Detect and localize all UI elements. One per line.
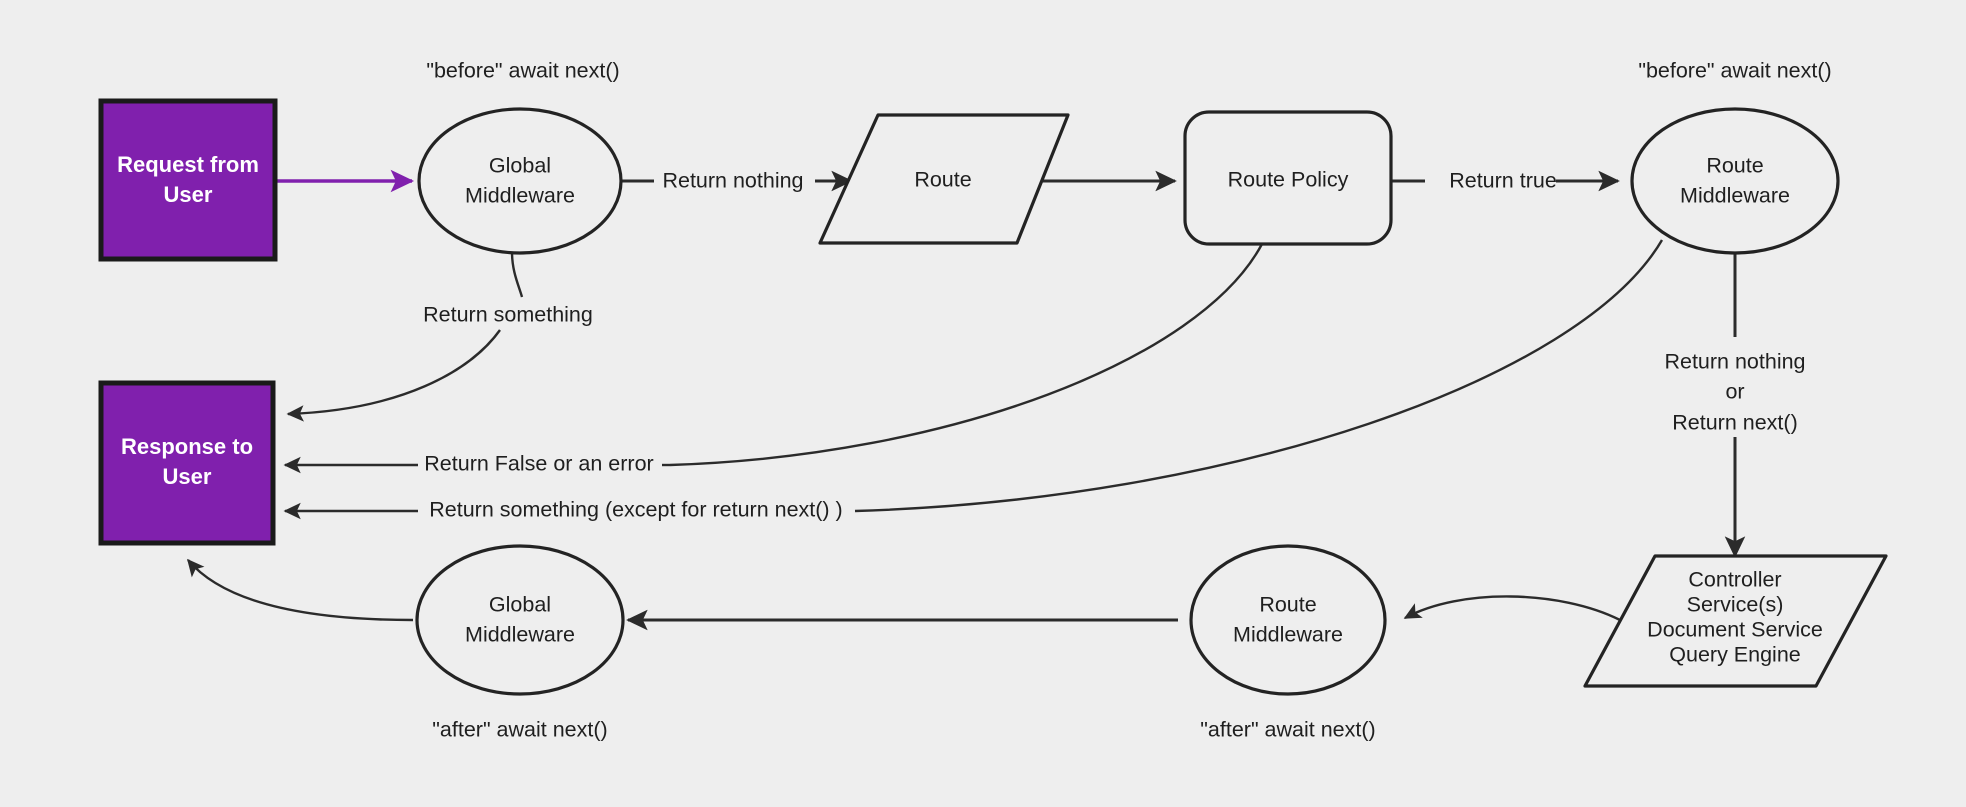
edge-label-return-nothing: Return nothing <box>662 169 803 193</box>
node-controller-stack[interactable]: Controller Service(s) Document Service Q… <box>1583 554 1888 688</box>
global-middleware-top-ellipse[interactable] <box>417 107 623 255</box>
annotation-after-route-middleware: "after" await next() <box>1200 718 1375 742</box>
node-global-middleware-top[interactable]: Global Middleware <box>417 107 623 255</box>
edge-global-bottom-to-response <box>187 558 414 622</box>
edge-global-return-something-upper <box>510 251 524 298</box>
node-route-policy[interactable]: Route Policy <box>1183 110 1393 246</box>
annotation-before-global-middleware: "before" await next() <box>426 59 619 83</box>
edge-label-routemw-controller-line2: or <box>1725 380 1744 404</box>
edge-label-return-something-except-next: Return something (except for return next… <box>429 498 842 522</box>
global-middleware-bottom-ellipse[interactable] <box>415 544 625 696</box>
controller-stack-label-line1: Controller <box>1688 568 1781 592</box>
global-middleware-top-label-line2: Middleware <box>465 184 575 208</box>
route-middleware-bottom-label-line2: Middleware <box>1233 623 1343 647</box>
controller-stack-label-line2: Service(s) <box>1687 593 1784 617</box>
edge-label-return-false-or-error: Return False or an error <box>424 452 653 476</box>
global-middleware-bottom-label-line2: Middleware <box>465 623 575 647</box>
request-from-user-box[interactable] <box>98 98 278 262</box>
controller-stack-parallelogram[interactable] <box>1583 554 1888 688</box>
node-route[interactable]: Route <box>818 113 1070 245</box>
request-from-user-label-line2: User <box>164 182 213 207</box>
edge-label-return-true: Return true <box>1449 169 1557 193</box>
edge-routemw-return-something-curve <box>854 239 1664 513</box>
annotation-after-global-middleware: "after" await next() <box>432 718 607 742</box>
edge-global-return-something <box>286 329 501 422</box>
response-to-user-label-line1: Response to <box>121 434 253 459</box>
response-to-user-label-line2: User <box>163 464 212 489</box>
route-policy-box[interactable] <box>1183 110 1393 246</box>
edge-policy-return-false-curve <box>669 243 1264 467</box>
route-policy-label: Route Policy <box>1228 168 1349 192</box>
annotation-before-route-middleware: "before" await next() <box>1638 59 1831 83</box>
route-middleware-top-label-line1: Route <box>1706 154 1763 178</box>
response-to-user-box[interactable] <box>98 380 276 546</box>
global-middleware-bottom-label-line1: Global <box>489 593 551 617</box>
route-middleware-bottom-label-line1: Route <box>1259 593 1316 617</box>
edge-label-routemw-controller-line1: Return nothing <box>1664 350 1805 374</box>
route-middleware-top-ellipse[interactable] <box>1630 107 1840 255</box>
route-middleware-top-label-line2: Middleware <box>1680 184 1790 208</box>
node-route-middleware-bottom[interactable]: Route Middleware <box>1189 544 1387 696</box>
global-middleware-top-label-line1: Global <box>489 154 551 178</box>
node-global-middleware-bottom[interactable]: Global Middleware <box>415 544 625 696</box>
node-response-to-user[interactable]: Response to User <box>98 380 276 546</box>
route-label: Route <box>914 168 971 192</box>
route-parallelogram[interactable] <box>818 113 1070 245</box>
edge-label-return-something: Return something <box>423 303 593 327</box>
edge-controller-to-route-middleware-bottom <box>1403 595 1621 622</box>
controller-stack-label-line3: Document Service <box>1647 618 1823 642</box>
edge-label-routemw-controller-line3: Return next() <box>1672 411 1797 435</box>
node-request-from-user[interactable]: Request from User <box>98 98 278 262</box>
controller-stack-label-line4: Query Engine <box>1669 643 1800 667</box>
request-from-user-label-line1: Request from <box>117 152 259 177</box>
node-route-middleware-top[interactable]: Route Middleware <box>1630 107 1840 255</box>
route-middleware-bottom-ellipse[interactable] <box>1189 544 1387 696</box>
